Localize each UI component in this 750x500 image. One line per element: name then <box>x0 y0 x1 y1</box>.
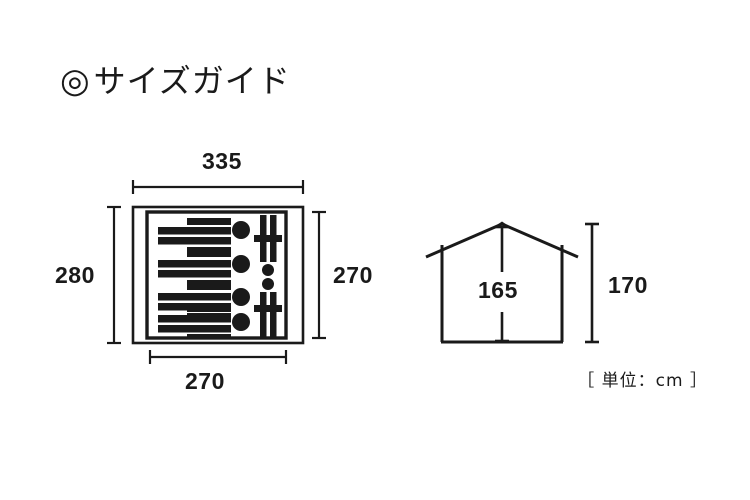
tent-roof-outline <box>425 222 579 259</box>
standing-person-pictogram <box>254 278 282 338</box>
dimension-label-width-inner: 270 <box>185 368 225 394</box>
floor-plan-svg <box>107 180 326 364</box>
dimension-line-top-335 <box>131 180 305 194</box>
dimension-label-width-outer: 335 <box>202 148 242 174</box>
tent-ridge-peak <box>495 221 509 228</box>
floor-plan-top-view: 335 280 270 270 <box>55 148 375 400</box>
dimension-line-left-280 <box>107 205 121 345</box>
dimension-line-overall-170 <box>585 222 599 344</box>
elevation-svg <box>425 221 599 344</box>
page-title: ◎ サイズガイド <box>60 64 291 98</box>
dimension-line-right-270 <box>312 210 326 340</box>
dimension-line-bottom-270 <box>148 350 288 364</box>
elevation-side-view: 165 170 <box>400 200 680 360</box>
dimension-line-interior-165 <box>495 225 509 343</box>
lying-person-pictogram <box>158 305 250 339</box>
unit-note: ［ 単位：cm ］ <box>577 371 708 391</box>
dimension-label-height-outer: 280 <box>55 262 95 288</box>
dimension-label-interior-height: 165 <box>478 277 518 303</box>
page-title-text: サイズガイド <box>93 62 291 100</box>
dimension-label-height-inner: 270 <box>333 262 373 288</box>
double-circle-bullet-icon: ◎ <box>60 61 90 101</box>
occupant-pictograms <box>158 215 282 339</box>
standing-person-pictogram <box>254 215 282 276</box>
dimension-label-overall-height: 170 <box>608 272 648 298</box>
